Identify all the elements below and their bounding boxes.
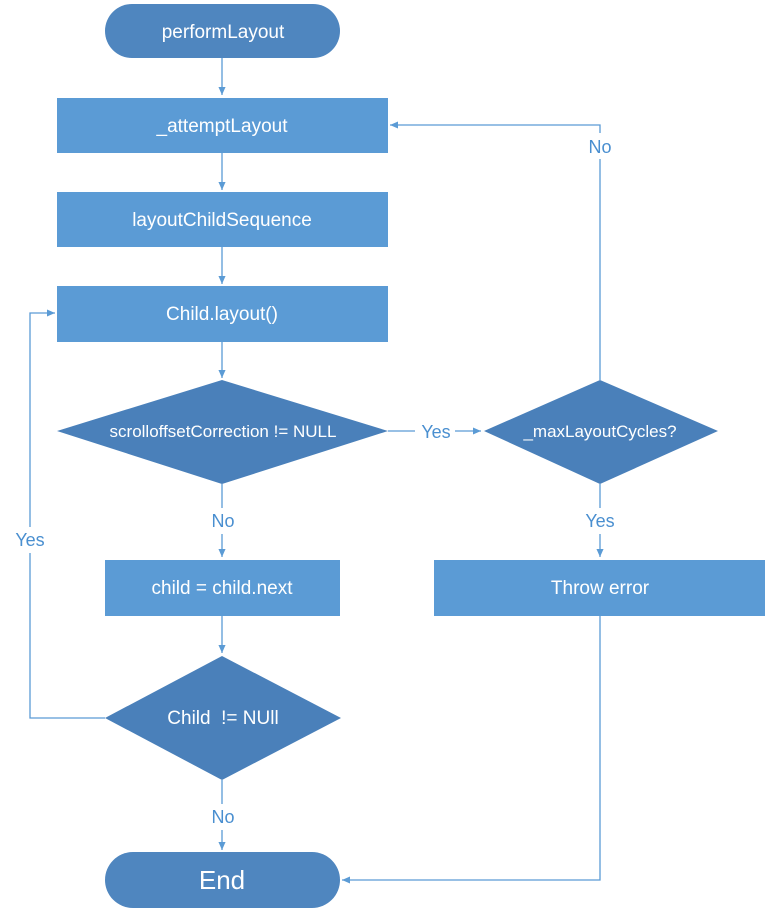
attempt-layout-label: _attemptLayout	[156, 116, 289, 137]
scroll-offset-decision-label: scrolloffsetCorrection != NULL	[110, 422, 337, 441]
end-terminal: End	[105, 852, 340, 908]
child-next-process: child = child.next	[105, 560, 340, 616]
label-child-no: No	[211, 807, 234, 827]
end-terminal-label: End	[199, 865, 245, 895]
child-not-null-decision: Child != NUll	[105, 656, 341, 780]
attempt-layout-process: _attemptLayout	[57, 98, 388, 153]
connectors	[29, 58, 604, 884]
label-max-cycles-yes: Yes	[585, 511, 614, 531]
child-not-null-label: Child != NUll	[167, 708, 278, 729]
edge-child-check-yes-to-child-layout	[29, 309, 105, 719]
scroll-offset-decision: scrolloffsetCorrection != NULL	[57, 380, 388, 484]
edge-throw-to-end	[342, 616, 601, 884]
layout-child-sequence-process: layoutChildSequence	[57, 192, 388, 247]
layout-child-sequence-label: layoutChildSequence	[132, 210, 312, 231]
start-terminal-label: performLayout	[162, 22, 285, 43]
start-terminal: performLayout	[105, 4, 340, 58]
label-scroll-no: No	[211, 511, 234, 531]
throw-error-label: Throw error	[551, 578, 650, 599]
edge-max-cycles-no-to-attempt	[390, 121, 601, 380]
child-layout-label: Child.layout()	[166, 304, 278, 325]
max-layout-cycles-label: _maxLayoutCycles?	[522, 422, 676, 441]
label-child-yes: Yes	[15, 530, 44, 550]
edge-labels: No Yes No Yes Yes No	[10, 133, 620, 830]
max-layout-cycles-decision: _maxLayoutCycles?	[484, 380, 718, 484]
child-layout-process: Child.layout()	[57, 286, 388, 342]
child-next-label: child = child.next	[152, 578, 294, 599]
label-scroll-yes: Yes	[421, 422, 450, 442]
label-max-cycles-no: No	[588, 137, 611, 157]
throw-error-process: Throw error	[434, 560, 765, 616]
